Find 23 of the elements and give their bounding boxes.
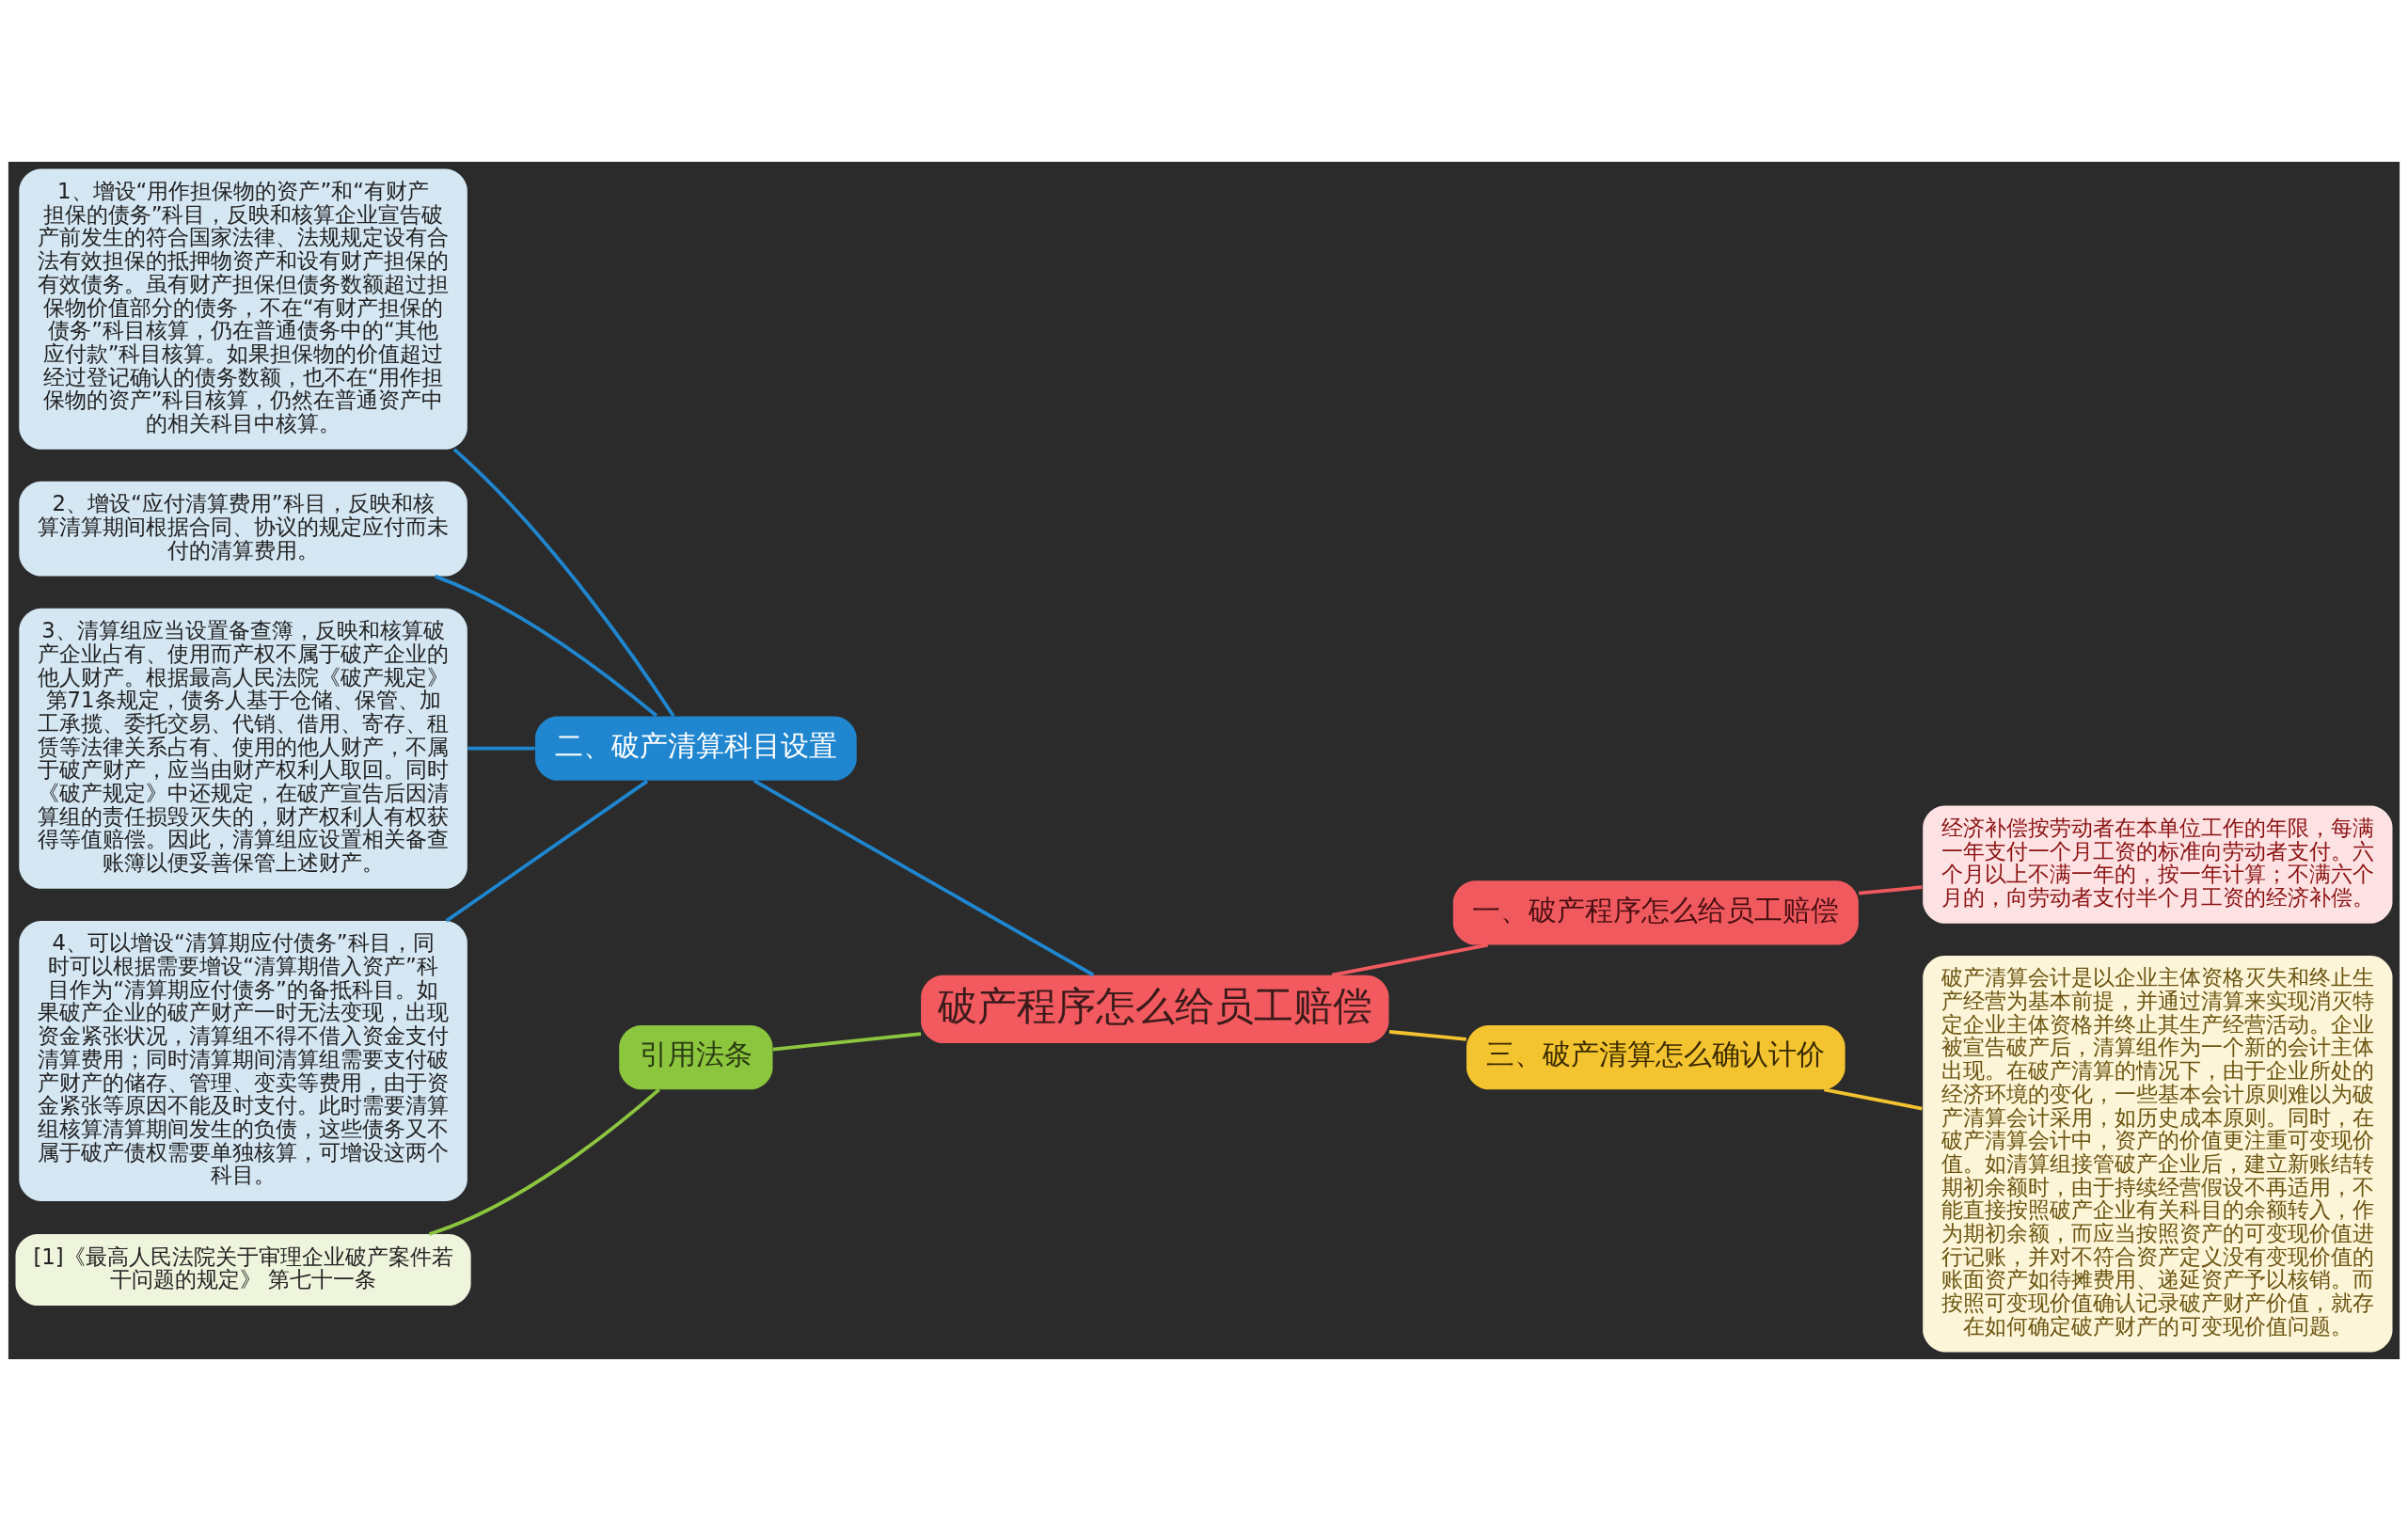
connector: [445, 779, 649, 923]
connector: [772, 1032, 922, 1052]
node-box: 一、破产程序怎么给员工赔偿: [1452, 880, 1859, 945]
connector: [429, 1087, 660, 1236]
connector: [467, 746, 535, 751]
node-box: [1]《最高人民法院关于审理企业破产案件若干问题的规定》 第七十一条: [15, 1234, 471, 1307]
node-box: 2、增设“应付清算费用”科目，反映和核算清算期间根据合同、协议的规定应付而未付的清算费用。: [19, 481, 467, 577]
node-box: 经济补偿按劳动者在本单位工作的年限，每满一年支付一个月工资的标准向劳动者支付。六个月以上不满一年的，按一年计算；不满六个月的，向劳动者支付半个月工资的经济补偿。: [1923, 805, 2393, 924]
node-box: 3、清算组应当设置备查簿，反映和核算破产企业占有、使用而产权不属于破产企业的他人财产。根据最高人民法院《破产规定》第71条规定，债务人基于仓储、保管、加工承揽、委托交易、代销、借用、寄存、租赁等法律关系占有、使用的他人财产，不属于破产财产，应当由财产权利人取回。同时《破产规定》中还规定，在破产宣告后因清算组的责任损毁灭失的，财产权利人有权获得等值赔偿。因此，清算组应设置相关备查账簿以便妥善保管上述财产。: [19, 608, 467, 889]
node-box: 三、破产清算怎么确认计价: [1466, 1024, 1846, 1090]
connector: [1331, 943, 1489, 977]
node-box: 引用法条: [619, 1024, 773, 1090]
connector: [1824, 1087, 1923, 1111]
connector: [452, 448, 675, 718]
connector: [435, 574, 657, 718]
node-box: 1、增设“用作担保物的资产”和“有财产担保的债务”科目，反映和核算企业宣告破产前发生的符合国家法律、法规规定设有合法有效担保的抵押物资产和设有财产担保的有效债务。虽有财产担保但债务数额超过担保物价值部分的债务，不在“有财产担保的债务”科目核算，仍在普通债务中的“其他应付款”科目核算。如果担保物的价值超过经过登记确认的债务数额，也不在“用作担保物的资产”科目核算，仍然在普通资产中的相关科目中核算。: [19, 168, 467, 450]
node-box: 破产程序怎么给员工赔偿: [921, 974, 1389, 1043]
connector: [1388, 1029, 1466, 1041]
node-box: 破产清算会计是以企业主体资格灭失和终止生产经营为基本前提，并通过清算来实现消灭特定企业主体资格并终止其生产经营活动。企业被宣告破产后，清算组作为一个新的会计主体出现。在破产清算的情况下，由于企业所处的经济环境的变化，一些基本会计原则难以为破产清算会计采用，如历史成本原则。同时，在破产清算会计中，资产的价值更注重可变现价值。如清算组接管破产企业后，建立新账结转期初余额时，由于持续经营假设不再适用，不能直接按照破产企业有关科目的余额转入，作为期初余额，而应当按照资产的可变现价值进行记账，并对不符合资产定义没有变现价值的账面资产如待摊费用、递延资产予以核销。而按照可变现价值确认记录破产财产价值，就存在如何确定破产财产的可变现价值问题。: [1923, 955, 2393, 1353]
connector: [752, 779, 1095, 977]
node-box: 二、破产清算科目设置: [535, 716, 857, 781]
connector: [1859, 885, 1923, 895]
node-box: 4、可以增设“清算期应付债务”科目，同时可以根据需要增设“清算期借入资产”科目作为“清算期应付债务”的备抵科目。如果破产企业的破产财产一时无法变现，出现资金紧张状况，清算组不得不借入资金支付清算费用；同时清算期间清算组需要支付破产财产的储存、管理、变卖等费用，由于资金紧张等原因不能及时支付。此时需要清算组核算清算期间发生的负债，这些债务又不属于破产债权需要单独核算，可增设这两个科目。: [19, 920, 467, 1201]
